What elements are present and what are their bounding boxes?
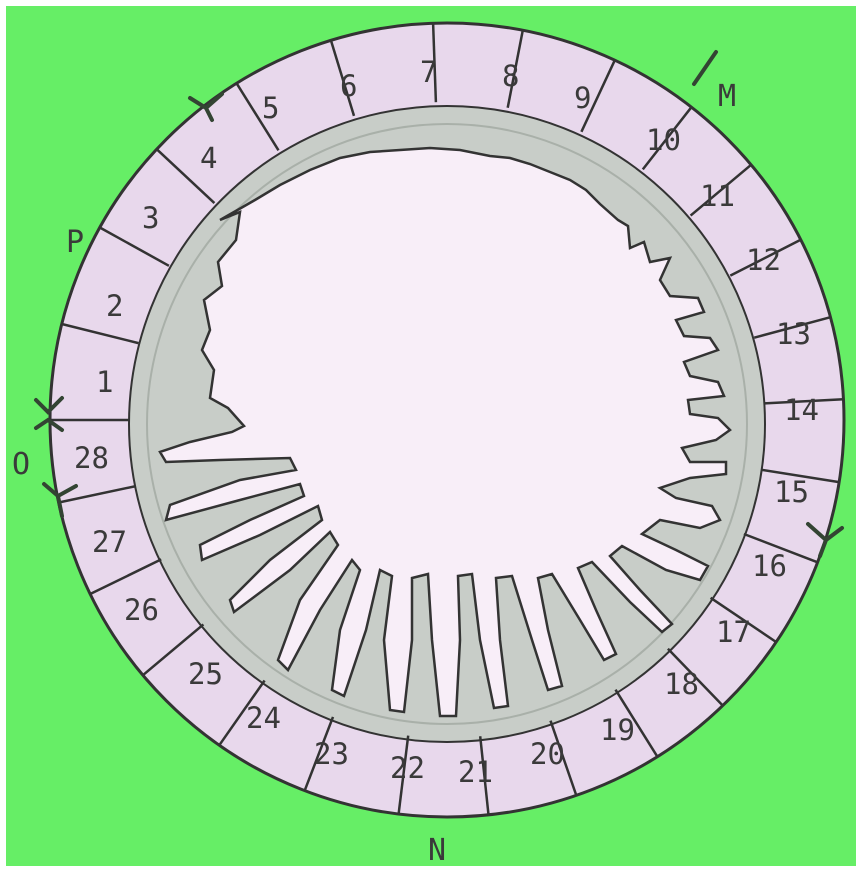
segment-label-7: 7 [420,55,437,89]
segment-label-27: 27 [92,525,127,559]
segment-label-20: 20 [530,737,565,771]
segment-label-4: 4 [200,141,217,175]
segment-label-8: 8 [502,59,519,93]
segment-label-16: 16 [752,549,787,583]
segment-label-26: 26 [124,593,159,627]
segment-label-23: 23 [314,737,349,771]
segment-label-2: 2 [106,289,123,323]
segment-label-6: 6 [340,69,357,103]
segment-label-1: 1 [96,365,113,399]
segment-label-19: 19 [600,713,635,747]
segment-label-14: 14 [784,393,819,427]
region-p: P [66,225,84,260]
segment-label-25: 25 [188,657,223,691]
segment-label-10: 10 [646,123,681,157]
segment-label-13: 13 [776,317,811,351]
segment-label-18: 18 [664,667,699,701]
segment-label-12: 12 [746,243,781,277]
segment-label-5: 5 [262,91,279,125]
region-o: O [12,447,30,482]
segment-label-22: 22 [390,751,425,785]
region-m: M [718,79,736,114]
region-n: N [428,833,446,868]
segment-label-24: 24 [246,701,281,735]
segment-label-17: 17 [716,615,751,649]
segment-label-28: 28 [74,441,109,475]
segment-label-11: 11 [700,179,735,213]
segment-label-15: 15 [774,475,809,509]
segment-label-3: 3 [142,201,159,235]
segment-label-21: 21 [458,755,493,789]
segment-label-9: 9 [574,81,591,115]
